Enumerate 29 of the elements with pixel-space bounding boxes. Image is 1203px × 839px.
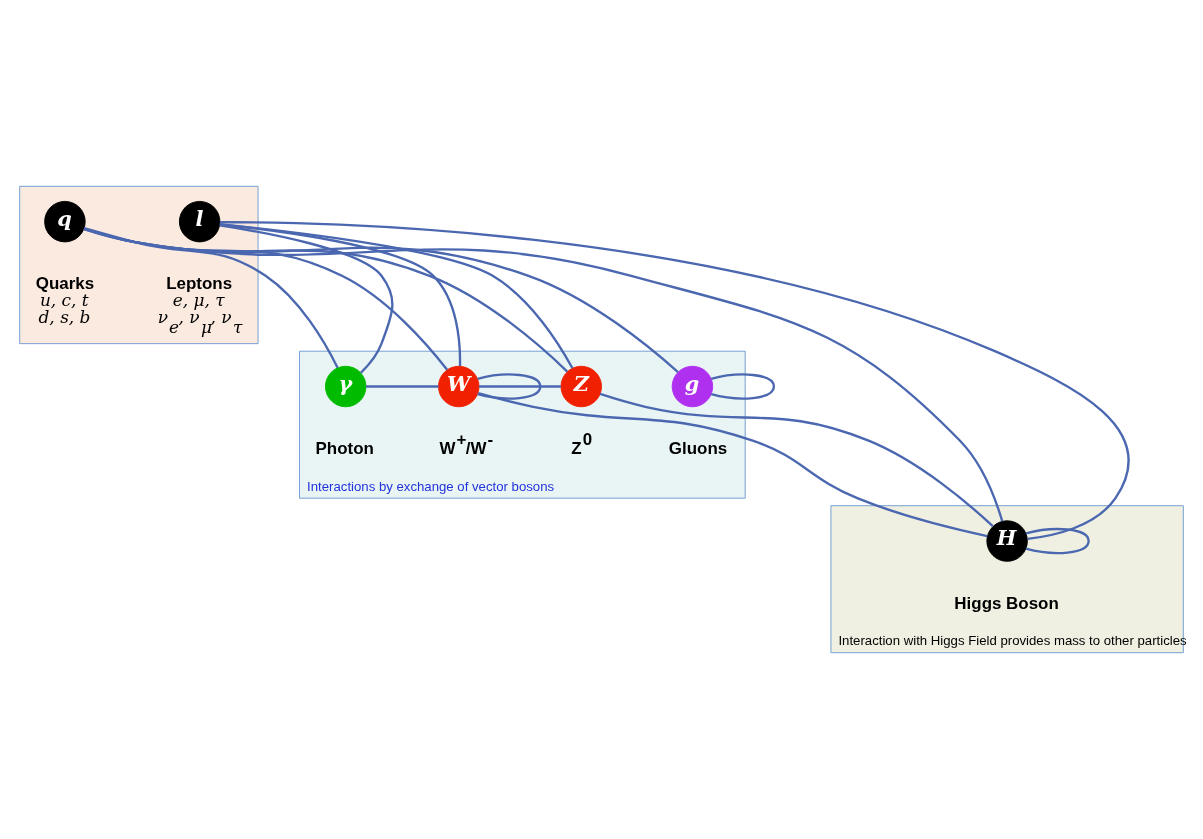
node-label: Higgs Boson bbox=[954, 593, 1059, 613]
node-label: Gluons bbox=[668, 439, 728, 459]
connector bbox=[83, 227, 679, 374]
connector bbox=[477, 391, 988, 538]
connector bbox=[599, 392, 994, 528]
connector bbox=[219, 224, 394, 374]
connector bbox=[479, 385, 561, 388]
node-circle: g bbox=[671, 365, 714, 408]
node-label: Quarks bbox=[35, 274, 95, 294]
node-label: Photon bbox=[315, 439, 374, 459]
connector bbox=[477, 373, 542, 400]
connector bbox=[1025, 527, 1090, 555]
connector bbox=[366, 385, 439, 388]
node-circle: W bbox=[438, 365, 480, 408]
node-circle: q bbox=[44, 200, 86, 243]
connector bbox=[83, 226, 339, 369]
node-label: d, s, b bbox=[38, 307, 91, 328]
node-circle: H bbox=[986, 520, 1028, 562]
node-circle: γ bbox=[324, 365, 367, 408]
connector bbox=[710, 373, 776, 400]
connector bbox=[220, 221, 1130, 540]
node-circle: l bbox=[178, 200, 221, 243]
connector bbox=[83, 227, 1004, 522]
connector bbox=[83, 227, 569, 373]
connector bbox=[220, 223, 574, 369]
node-circle: Z bbox=[560, 365, 602, 408]
cluster bbox=[19, 185, 259, 345]
connector bbox=[83, 227, 449, 371]
node-label: Leptons bbox=[166, 274, 233, 294]
